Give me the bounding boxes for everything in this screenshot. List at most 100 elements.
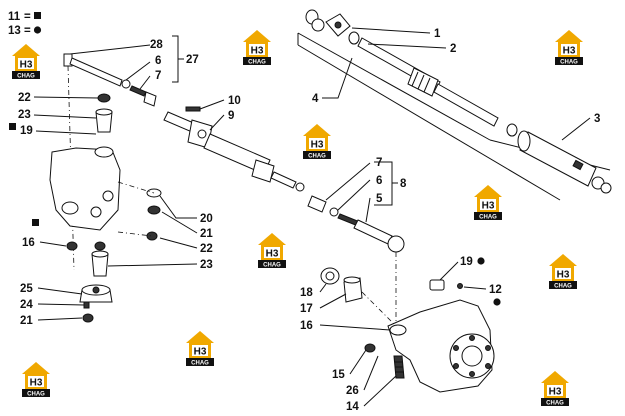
square-marker-icon: [32, 219, 39, 226]
nut-icon: [66, 241, 78, 251]
nut-icon: [364, 343, 376, 353]
callout-7: 7: [155, 70, 161, 82]
tie-rod-tube-icon: [353, 219, 393, 245]
callout-21: 21: [20, 315, 33, 327]
seal-ring-icon: [506, 123, 518, 137]
watermark-logo-icon: [555, 30, 583, 66]
callout-8: 8: [400, 178, 407, 190]
watermark-logo-icon: [541, 371, 569, 407]
cylinder-barrel-icon: [519, 131, 597, 187]
right-knuckle-assembly: [320, 267, 495, 393]
markers: [9, 123, 501, 306]
steering-cylinder-assembly: [297, 9, 612, 201]
callout-6: 6: [376, 175, 382, 187]
callout-12: 12: [489, 284, 502, 296]
upper-bore-icon: [389, 324, 407, 336]
grease-fitting-icon: [457, 283, 463, 289]
callout-14: 14: [346, 401, 359, 413]
legend-13-eq: =: [24, 25, 31, 37]
callout-3: 3: [594, 113, 600, 125]
upper-arm-bore-icon: [94, 146, 114, 158]
knuckle-body-icon: [49, 147, 121, 231]
legend-13-number: 13: [8, 25, 21, 37]
callout-labels: 28 27 6 7 22 23 19 10 9 1 2 4 3 20 21 22…: [18, 28, 600, 413]
callout-7: 7: [376, 157, 382, 169]
bolt-icon: [83, 301, 90, 309]
legend-11-eq: =: [24, 11, 31, 23]
watermark-logo-icon: [22, 362, 50, 398]
bushing-icon: [429, 279, 445, 291]
bolt-hole-icon: [197, 129, 207, 139]
seal-ring-icon: [348, 31, 360, 45]
square-marker-icon: [9, 123, 16, 130]
threaded-end-icon: [129, 85, 147, 97]
callout-1: 1: [434, 28, 441, 40]
callout-17: 17: [300, 303, 313, 315]
callout-15: 15: [332, 369, 345, 381]
left-knuckle-assembly: [49, 93, 162, 323]
callout-22: 22: [18, 92, 31, 104]
callout-21: 21: [200, 228, 213, 240]
bolt-hole-icon: [102, 190, 114, 202]
rod-end-icon: [433, 83, 499, 127]
callout-10: 10: [228, 95, 241, 107]
lower-bore-icon: [61, 201, 79, 215]
circle-marker-icon: [33, 26, 42, 34]
callout-20: 20: [200, 213, 213, 225]
snap-ring-icon: [600, 182, 612, 194]
barrel-end-icon: [517, 130, 531, 152]
nut-icon: [329, 207, 339, 217]
tie-rod-assembly-left: [63, 53, 157, 271]
callout-4: 4: [312, 93, 319, 105]
piston-icon: [407, 67, 439, 97]
leader-lines: [33, 27, 591, 407]
callout-24: 24: [20, 299, 33, 311]
tie-rod-tube-icon: [270, 171, 297, 189]
ball-joint-icon: [387, 235, 405, 253]
bolt-hole-icon: [334, 21, 342, 29]
callout-28: 28: [150, 39, 163, 51]
callout-16: 16: [22, 237, 35, 249]
watermark-logo-icon: [243, 30, 271, 66]
legend-11-number: 11: [8, 11, 21, 23]
watermark-logo-icon: [186, 331, 214, 367]
watermark-logo-icon: [474, 185, 502, 221]
callout-18: 18: [300, 287, 313, 299]
grease-fitting-icon: [185, 106, 201, 112]
circle-marker-icon: [493, 298, 501, 306]
center-tie-rod: [163, 106, 305, 192]
snap-ring-icon: [311, 18, 325, 32]
callout-5: 5: [376, 193, 383, 205]
callout-23: 23: [18, 109, 31, 121]
seal-icon: [94, 241, 106, 251]
callout-19: 19: [460, 256, 473, 268]
clamp-icon: [143, 91, 157, 107]
clamp-icon: [307, 195, 327, 213]
watermark-logo-icon: [12, 44, 40, 80]
bolt-hole-icon: [90, 206, 102, 218]
callout-26: 26: [346, 385, 359, 397]
circle-marker-icon: [477, 257, 485, 265]
callout-19: 19: [20, 125, 33, 137]
watermark-logo-icon: [549, 254, 577, 290]
legend: 11 = 13 =: [8, 11, 42, 37]
callout-6: 6: [155, 55, 161, 67]
nut-icon: [295, 182, 305, 192]
port-icon: [572, 159, 584, 171]
callout-27: 27: [186, 54, 199, 66]
nut-icon: [146, 231, 158, 241]
clamp-icon: [251, 159, 275, 183]
callout-23: 23: [200, 259, 213, 271]
callout-25: 25: [20, 283, 33, 295]
nut-icon: [82, 313, 94, 323]
callout-9: 9: [228, 110, 234, 122]
callout-16: 16: [300, 320, 313, 332]
tie-rod-end-right: [307, 195, 405, 330]
callout-2: 2: [450, 43, 456, 55]
nut-icon: [121, 79, 131, 89]
seal-icon: [97, 93, 111, 103]
tie-rod-tube-icon: [69, 57, 123, 87]
nut-icon: [147, 205, 161, 215]
